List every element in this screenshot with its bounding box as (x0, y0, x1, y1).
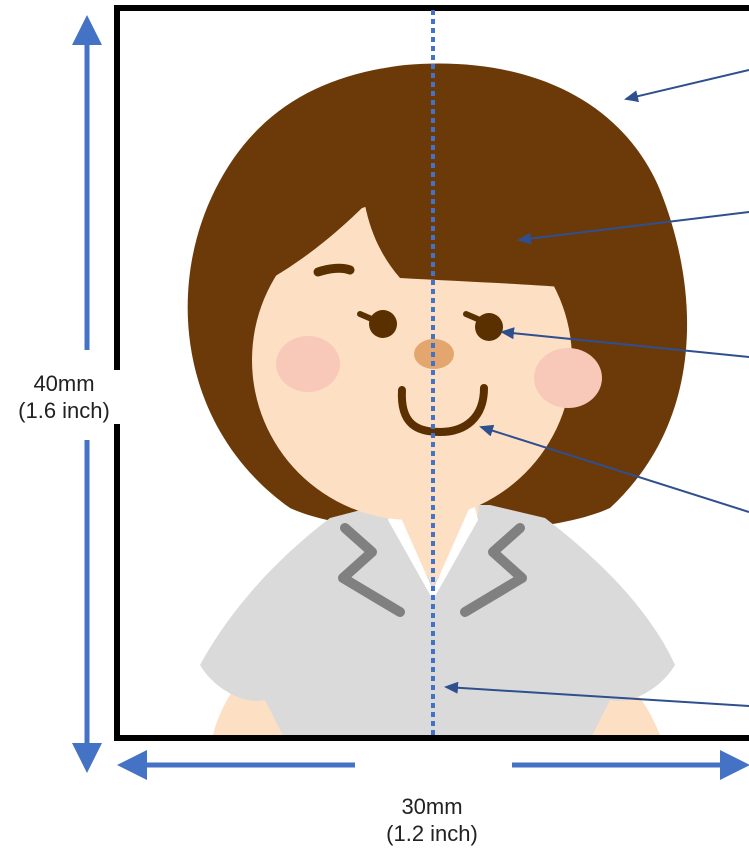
woman-portrait-illustration (188, 64, 687, 740)
height-mm-text: 40mm (2, 370, 126, 397)
right-eye (475, 313, 503, 341)
height-dimension-label: 40mm (1.6 inch) (2, 370, 126, 424)
width-mm-text: 30mm (340, 793, 524, 820)
background-callout-arrow (626, 70, 749, 99)
winking-eye (318, 268, 350, 272)
width-dimension-label: 30mm (1.2 inch) (340, 793, 524, 847)
left-blush (276, 336, 340, 392)
left-eye (369, 310, 397, 338)
width-inch-text: (1.2 inch) (340, 820, 524, 847)
right-blush (534, 348, 602, 408)
height-inch-text: (1.6 inch) (2, 397, 126, 424)
